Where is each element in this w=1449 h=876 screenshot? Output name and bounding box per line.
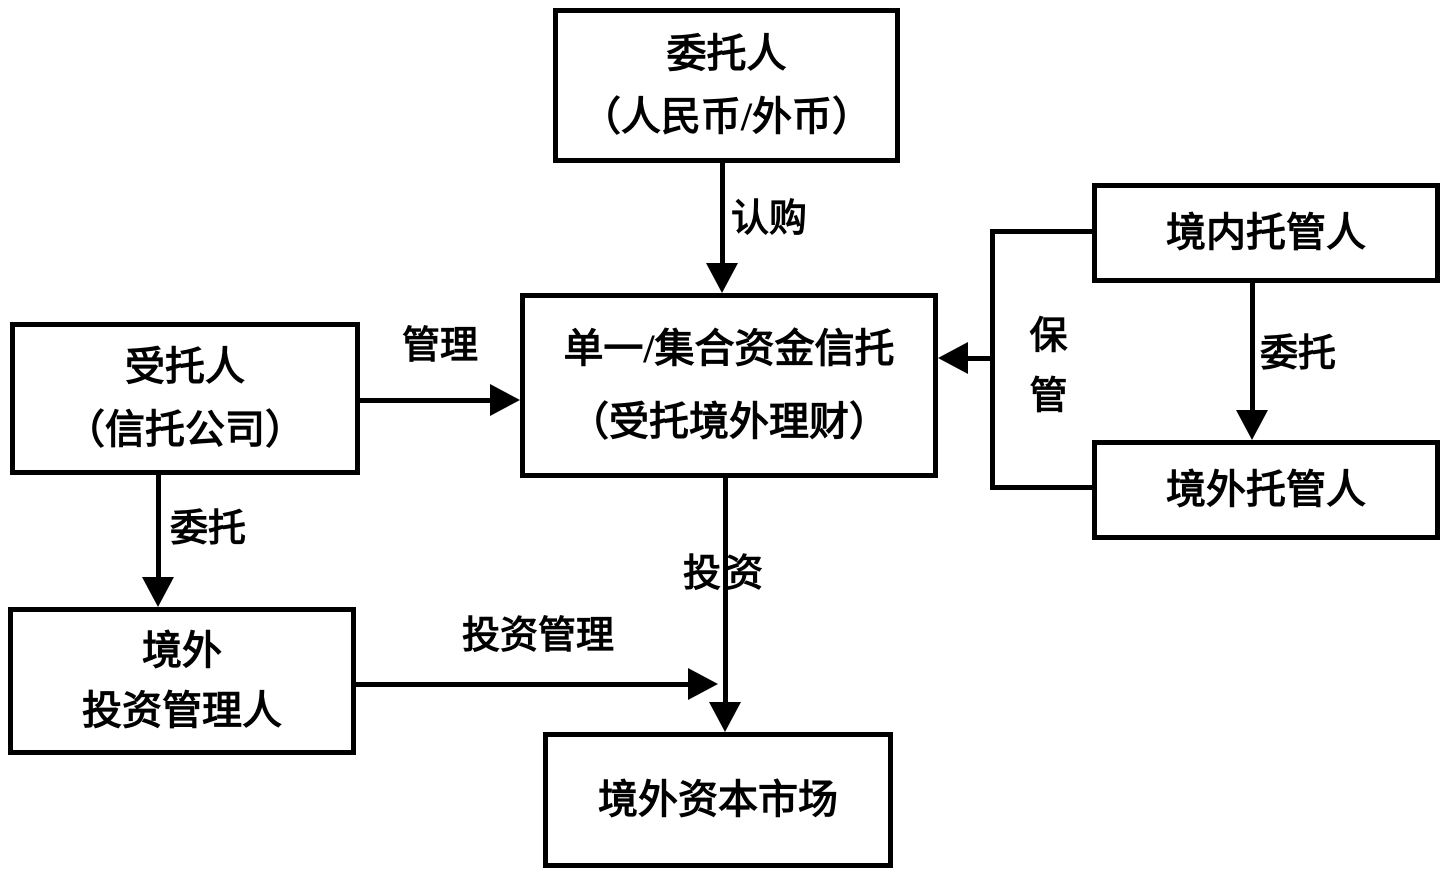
node-trustee-line2: （信托公司） [65,406,305,452]
edge-investment-label: 投资 [682,553,768,595]
edge-management-arrowhead [490,384,520,416]
edge-entrust-trustee-line [156,475,161,580]
edge-entrust-trustee-arrowhead [142,577,174,607]
edge-custody-arrowhead [938,342,968,374]
edge-subscription-label: 认购 [731,198,808,240]
node-overseas-market: 境外资本市场 [543,732,893,868]
node-trust-line2: （受托境外理财） [569,399,889,444]
edge-management-line [360,398,493,403]
edge-investment-arrowhead [709,702,741,732]
custody-bracket-vertical-line [990,229,995,490]
node-trustee-line1: 受托人 [125,344,245,390]
edge-management-label: 管理 [402,325,479,367]
node-overseas-manager-line2: 投资管理人 [82,688,282,734]
edge-entrust-trustee-label: 委托 [170,508,247,550]
node-domestic-custodian-label: 境内托管人 [1166,210,1366,255]
node-client-line1: 委托人 [666,31,787,76]
edge-custody-line [963,356,992,361]
node-trust-line1: 单一/集合资金信托 [563,326,895,371]
node-domestic-custodian: 境内托管人 [1092,183,1440,283]
edge-investment-management-arrowhead [688,668,718,700]
edge-entrust-custodian-line [1250,283,1255,413]
edge-investment-management-line [356,682,691,687]
node-overseas-custodian: 境外托管人 [1092,440,1440,540]
edge-subscription-arrowhead [706,263,738,293]
node-trust: 单一/集合资金信托 （受托境外理财） [520,293,938,478]
node-overseas-manager-line1: 境外 [142,627,222,673]
node-overseas-custodian-label: 境外托管人 [1166,467,1366,512]
node-client: 委托人 （人民币/外币） [553,8,900,163]
custody-bracket-bottom-line [990,485,1092,490]
node-overseas-market-label: 境外资本市场 [598,777,838,822]
edge-entrust-custodian-label: 委托 [1260,333,1337,375]
custody-bracket-top-line [990,229,1092,234]
edge-investment-management-label: 投资管理 [462,615,615,657]
edge-subscription-line [720,163,725,268]
node-client-line2: （人民币/外币） [580,94,873,139]
node-overseas-manager: 境外 投资管理人 [8,607,356,755]
edge-entrust-custodian-arrowhead [1236,410,1268,440]
edge-custody-label: 保管 [1023,315,1065,435]
edge-investment-line [723,478,728,705]
node-trustee: 受托人 （信托公司） [10,322,360,475]
